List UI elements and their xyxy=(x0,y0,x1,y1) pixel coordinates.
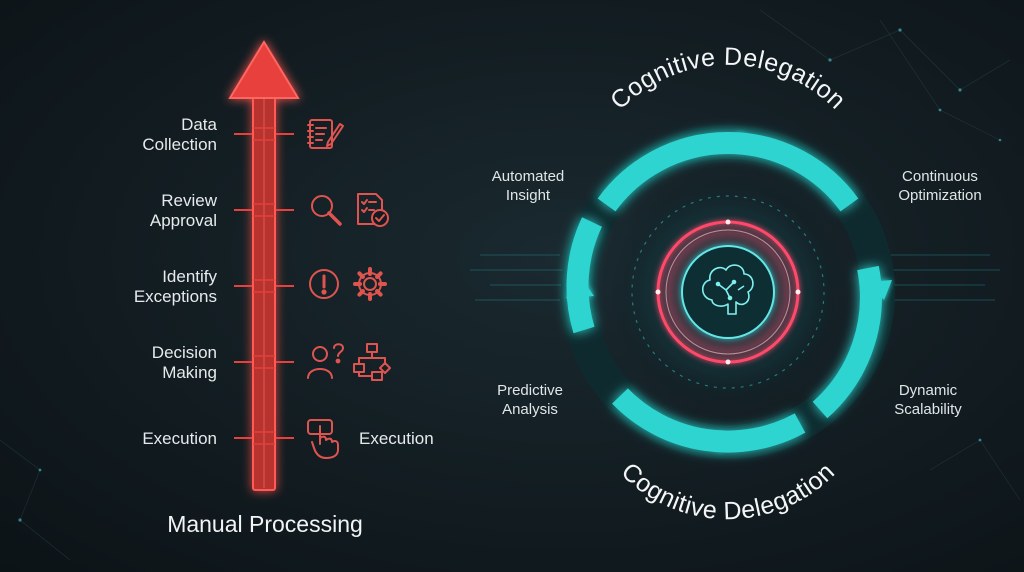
stage-tick xyxy=(234,203,294,217)
stage-tick xyxy=(234,279,294,293)
person-question-icon xyxy=(307,343,344,379)
brain-circuit-icon xyxy=(701,264,754,315)
flowchart-icon xyxy=(353,343,391,381)
hand-press-button-icon xyxy=(307,419,339,459)
magnifier-icon xyxy=(311,195,342,226)
stage-ticks xyxy=(234,127,294,445)
arc-label-top: Cognitive Delegation xyxy=(605,43,851,115)
cycle-arc-top xyxy=(597,132,859,212)
cognitive-cycle xyxy=(561,125,895,459)
stage-label: Execution xyxy=(142,429,217,448)
cycle-arc-bottom xyxy=(612,388,806,453)
cycle-arrowhead-top xyxy=(738,132,758,152)
stage-tick xyxy=(234,355,294,369)
stage-tick xyxy=(234,127,294,141)
circuit-lines xyxy=(470,254,1000,301)
stage-tick xyxy=(234,431,294,445)
cycle-arrowhead-bottom xyxy=(702,432,722,452)
cycle-arrowhead-left xyxy=(566,276,594,298)
stage-caption: Execution xyxy=(359,429,434,448)
cycle-arc-left xyxy=(566,217,603,334)
notepad-pen-icon xyxy=(307,119,344,149)
manual-arrow xyxy=(228,40,300,491)
exclamation-circle-icon xyxy=(309,269,339,299)
checklist-approved-icon xyxy=(357,193,389,227)
core-circle xyxy=(681,245,775,339)
background-dots xyxy=(18,28,1002,522)
cycle-arrowhead-right xyxy=(868,280,892,300)
manual-processing-title: Manual Processing xyxy=(167,511,363,537)
stage-icons xyxy=(307,119,391,459)
arc-label-bottom: Cognitive Delegation xyxy=(616,457,840,525)
cycle-arc-right xyxy=(812,265,882,419)
gear-icon xyxy=(353,267,387,301)
